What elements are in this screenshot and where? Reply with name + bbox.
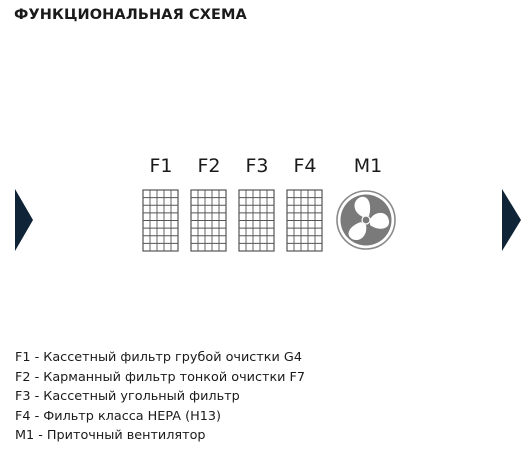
label-f2: F2 <box>197 155 220 177</box>
page-title: ФУНКЦИОНАЛЬНАЯ СХЕМА <box>14 7 247 23</box>
airflow-arrow-icon <box>502 189 521 251</box>
legend-list: F1 - Кассетный фильтр грубой очистки G4 … <box>15 348 305 446</box>
filter-f1-icon <box>142 189 179 252</box>
legend-item-f4: F4 - Фильтр класса HEPA (H13) <box>15 408 222 424</box>
airflow-arrow-icon <box>15 189 33 251</box>
label-m1: M1 <box>354 155 382 177</box>
filter-f3-icon <box>238 189 275 252</box>
fan-icon <box>336 190 396 250</box>
label-f3: F3 <box>245 155 268 177</box>
filter-f4-icon <box>286 189 323 252</box>
legend-item-f1: F1 - Кассетный фильтр грубой очистки G4 <box>15 350 302 365</box>
filter-f2-icon <box>190 189 227 252</box>
legend-item-f2: F2 - Карманный фильтр тонкой очистки F7 <box>15 369 306 385</box>
legend-item-m1: M1 - Приточный вентилятор <box>15 428 206 443</box>
label-f4: F4 <box>293 155 316 177</box>
airflow-diagram: F1 F2 F3 F4 M1 <box>15 155 521 252</box>
label-f1: F1 <box>149 155 172 177</box>
legend-item-f3: F3 - Кассетный угольный фильтр <box>15 389 240 404</box>
